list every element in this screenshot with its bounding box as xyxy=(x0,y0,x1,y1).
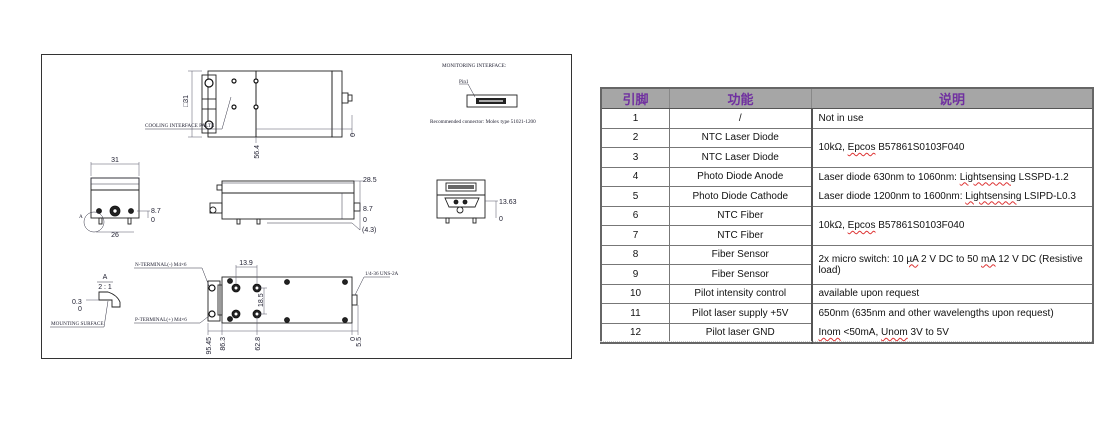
cell-function: / xyxy=(669,108,812,129)
dim-top-0: 0 xyxy=(350,133,357,137)
side-view-body xyxy=(221,180,355,220)
dim-side-87: 8.7 xyxy=(363,206,373,213)
cell-function: NTC Fiber xyxy=(669,205,812,226)
cell-function: Fiber Sensor xyxy=(669,244,812,265)
top-view-bracket xyxy=(201,74,217,134)
label-pin1: Pin1 xyxy=(459,79,469,85)
cell-function: NTC Fiber xyxy=(669,225,812,246)
cell-pin: 7 xyxy=(600,225,670,246)
table-header-row: 引脚 功能 说明 xyxy=(600,87,1094,109)
cell-pin: 6 xyxy=(600,205,670,226)
label-thread: 1/4-36 UNS-2A xyxy=(365,271,399,277)
dim-bottom-55: 5.5 xyxy=(356,337,363,347)
cell-function: Fiber Sensor xyxy=(669,264,812,285)
cell-pin: 1 xyxy=(600,108,670,129)
dim-rear-0: 0 xyxy=(499,216,503,223)
detail-letter: A xyxy=(103,274,108,281)
table-row: 1 / Not in use xyxy=(600,108,1094,129)
table-row: 6 NTC Fiber 10kΩ, Epcos B57861S0103F040 xyxy=(600,205,1094,246)
dim-bottom-185: 18.5 xyxy=(258,293,265,307)
top-view-body-end xyxy=(331,70,343,138)
cell-pin: 9 xyxy=(600,264,670,285)
cell-description: available upon request xyxy=(810,283,1094,304)
table-row: 4 Photo Diode Anode Laser diode 630nm to… xyxy=(600,166,1094,207)
detail-marker: A xyxy=(79,214,83,220)
cell-function: Photo Diode Cathode xyxy=(669,186,812,207)
dim-detail-0: 0 xyxy=(78,306,82,313)
label-cooling-interface: COOLING INTERFACE PALTE xyxy=(145,123,214,129)
cell-pin: 2 xyxy=(600,127,670,148)
cell-description: 650nm (635nm and other wavelengths upon … xyxy=(810,303,1094,344)
dim-front-0: 0 xyxy=(151,217,155,224)
cell-function: NTC Laser Diode xyxy=(669,147,812,168)
dim-bottom-863: 86.3 xyxy=(220,337,227,351)
label-n-terminal: N-TERMINAL(-) M4×6 xyxy=(135,261,187,268)
dim-side-43: (4.3) xyxy=(362,227,376,234)
dim-top-564: 56.4 xyxy=(254,145,261,159)
dim-bottom-0: 0 xyxy=(350,337,357,341)
dim-side-0: 0 xyxy=(363,217,367,224)
bottom-view: 13.9 18.5 95.45 86.3 62.8 0 5.5 N-TERMIN… xyxy=(134,260,399,355)
dim-rear-1363: 13.63 xyxy=(499,199,517,206)
top-view-body-mid xyxy=(255,70,333,138)
front-view: A 31 8.7 0 26 xyxy=(79,157,161,239)
cell-pin: 3 xyxy=(600,147,670,168)
cell-description: Laser diode 630nm to 1060nm: Lightsensin… xyxy=(810,166,1094,207)
cell-pin: 10 xyxy=(600,283,670,304)
top-view: □31 56.4 0 COOLING INTERFACE PALTE xyxy=(145,70,357,159)
dim-bottom-9545: 95.45 xyxy=(206,337,213,355)
cell-function: Pilot intensity control xyxy=(669,283,812,304)
connector-outline xyxy=(466,94,518,108)
cell-pin: 12 xyxy=(600,322,670,344)
dim-top-square: □31 xyxy=(183,95,190,107)
rear-view-body xyxy=(436,179,486,219)
header-pin: 引脚 xyxy=(600,87,670,109)
label-monitoring-interface: MONITORING INTERFACE: xyxy=(442,63,507,69)
cell-description: 2x micro switch: 10 µA 2 V DC to 50 mA 1… xyxy=(810,244,1094,285)
label-mounting-surface: MOUNTING SURFACE xyxy=(51,321,104,327)
cell-pin: 4 xyxy=(600,166,670,187)
table-row: 5 Photo Diode Cathode xyxy=(600,186,1093,207)
dim-front-87: 8.7 xyxy=(151,208,161,215)
dim-bottom-628: 62.8 xyxy=(255,337,262,351)
dim-side-285: 28.5 xyxy=(363,177,377,184)
pin-assignment-table: 引脚 功能 说明 1 / Not in use 2 NTC Laser Diod… xyxy=(600,87,1094,344)
cell-function: Pilot laser GND xyxy=(669,322,812,344)
dim-front-26: 26 xyxy=(111,232,119,239)
table-bottom-edge xyxy=(600,341,1092,343)
cell-description: Not in use xyxy=(810,108,1094,129)
table-row: 9 Fiber Sensor xyxy=(600,264,1093,285)
drawing-canvas: □31 56.4 0 COOLING INTERFACE PALTE MONIT… xyxy=(50,63,536,355)
table-row: 8 Fiber Sensor 2x micro switch: 10 µA 2 … xyxy=(600,244,1094,285)
dim-front-31: 31 xyxy=(111,157,119,164)
rear-view: 13.63 0 xyxy=(436,179,517,224)
label-recommended-connector: Recommended connector: Molex type 51021-… xyxy=(430,119,536,125)
terminal-hole xyxy=(204,78,214,88)
cell-pin: 8 xyxy=(600,244,670,265)
detail-a: A 2 : 1 0.3 0 MOUNTING SURFACE xyxy=(50,274,121,328)
table-row: 12 Pilot laser GND xyxy=(600,322,1093,344)
detail-scale: 2 : 1 xyxy=(98,284,112,291)
header-function: 功能 xyxy=(669,87,812,109)
table-row: 2 NTC Laser Diode 10kΩ, Epcos B57861S010… xyxy=(600,127,1094,168)
cell-function: Pilot laser supply +5V xyxy=(669,303,812,324)
cell-function: Photo Diode Anode xyxy=(669,166,812,187)
cell-function: NTC Laser Diode xyxy=(669,127,812,148)
dim-bottom-139: 13.9 xyxy=(239,260,253,267)
table-row: 10 Pilot intensity control available upo… xyxy=(600,283,1094,304)
cell-description: 10kΩ, Epcos B57861S0103F040 xyxy=(810,205,1094,246)
side-view: 28.5 8.7 0 (4.3) xyxy=(209,177,377,234)
cell-pin: 11 xyxy=(600,303,670,324)
monitoring-interface: MONITORING INTERFACE: Pin1 Recommended c… xyxy=(430,63,536,125)
detail-circle xyxy=(83,211,105,233)
header-description: 说明 xyxy=(811,87,1094,109)
cell-pin: 5 xyxy=(600,186,670,207)
dim-detail-03: 0.3 xyxy=(72,299,82,306)
label-p-terminal: P-TERMINAL(+) M4×6 xyxy=(135,316,187,323)
cell-description: 10kΩ, Epcos B57861S0103F040 xyxy=(810,127,1094,168)
technical-drawing: □31 56.4 0 COOLING INTERFACE PALTE MONIT… xyxy=(41,54,572,359)
table-row: 11 Pilot laser supply +5V 650nm (635nm a… xyxy=(600,303,1094,344)
